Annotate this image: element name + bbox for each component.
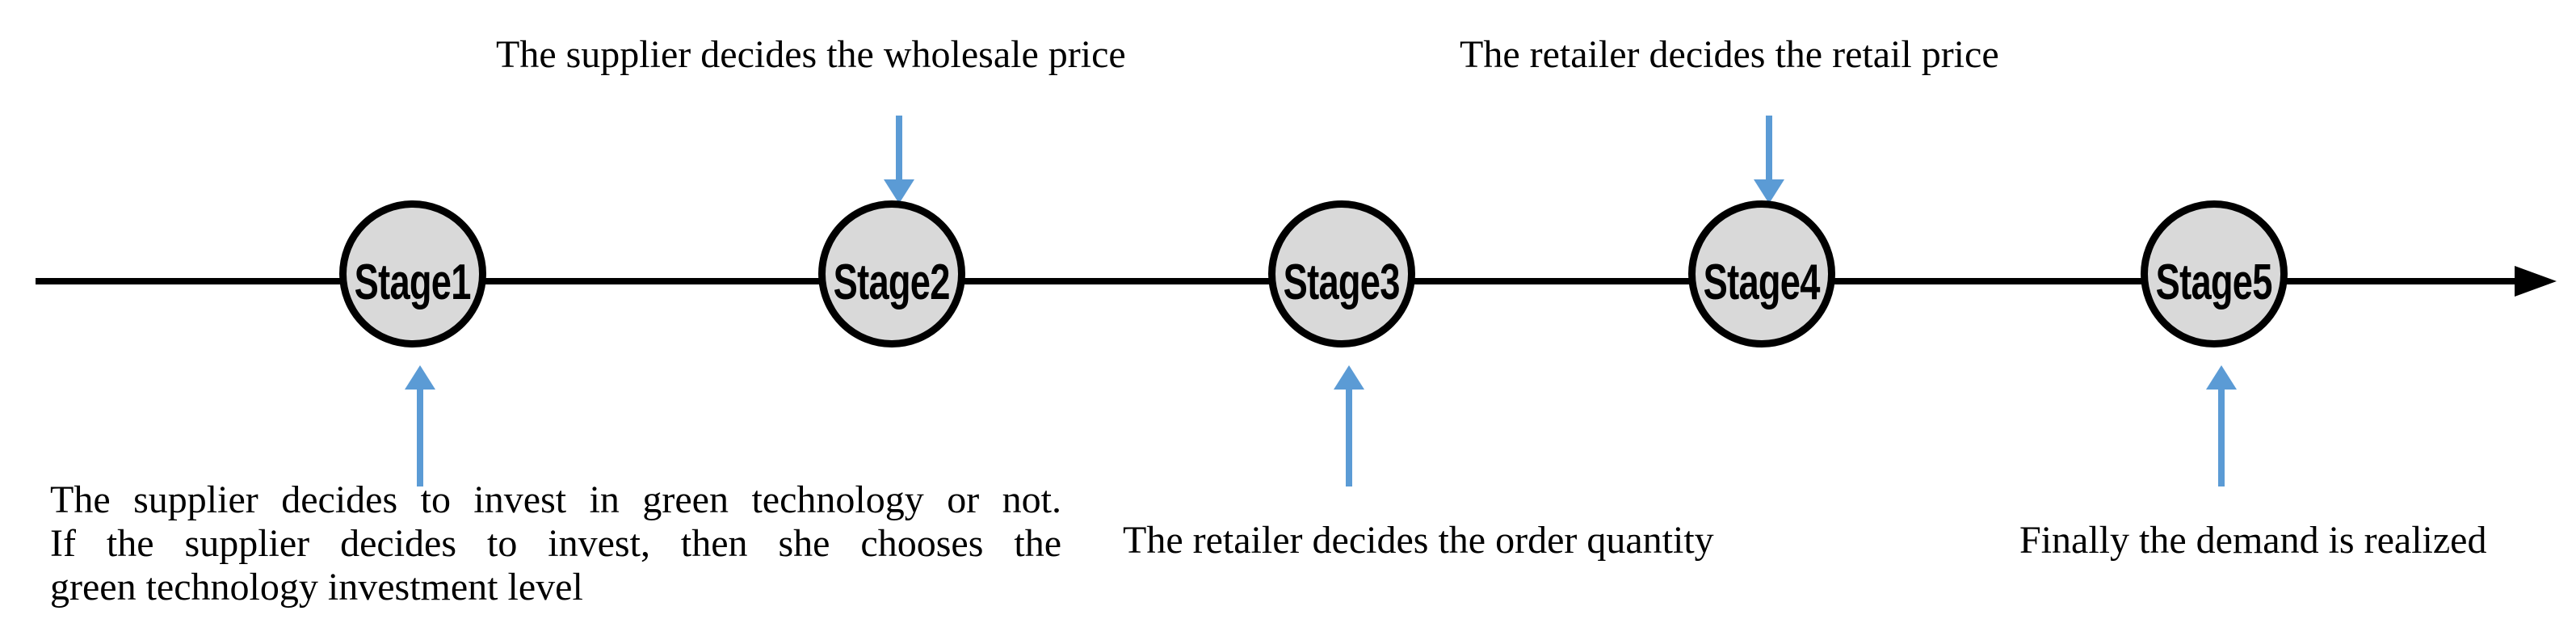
stage-node-3: Stage3 (1268, 200, 1415, 347)
stage-label: Stage2 (833, 254, 951, 310)
annotation-line: If the supplier decides to invest, then … (50, 522, 1061, 565)
arrow-down-icon (1754, 179, 1784, 204)
stage-node-5: Stage5 (2141, 200, 2288, 347)
stage-label: Stage4 (1703, 254, 1821, 310)
stage-label: Stage5 (2155, 254, 2273, 310)
timeline-arrowhead-icon (2515, 266, 2557, 297)
annotation-order-quantity: The retailer decides the order quantity (1123, 519, 1714, 562)
annotation-green-investment: The supplier decides to invest in green … (50, 478, 1061, 609)
arrow-tail (1346, 390, 1352, 486)
stage-node-1: Stage1 (339, 200, 486, 347)
arrow-tail (896, 116, 902, 179)
arrow-up-icon (405, 365, 435, 390)
arrow-up-icon (1334, 365, 1364, 390)
arrow-up-icon (2206, 365, 2237, 390)
annotation-wholesale-price: The supplier decides the wholesale price (496, 33, 1126, 76)
annotation-line: The supplier decides to invest in green … (50, 478, 1061, 521)
stage-label: Stage3 (1283, 254, 1401, 310)
arrow-tail (417, 390, 423, 486)
arrow-tail (2218, 390, 2225, 486)
stage-node-4: Stage4 (1688, 200, 1835, 347)
annotation-demand-realized: Finally the demand is realized (2019, 519, 2487, 562)
annotation-line: green technology investment level (50, 566, 583, 609)
arrow-tail (1766, 116, 1772, 179)
annotation-retail-price: The retailer decides the retail price (1460, 33, 1999, 76)
stage-node-2: Stage2 (818, 200, 965, 347)
stage-label: Stage1 (354, 254, 472, 310)
arrow-down-icon (884, 179, 914, 204)
